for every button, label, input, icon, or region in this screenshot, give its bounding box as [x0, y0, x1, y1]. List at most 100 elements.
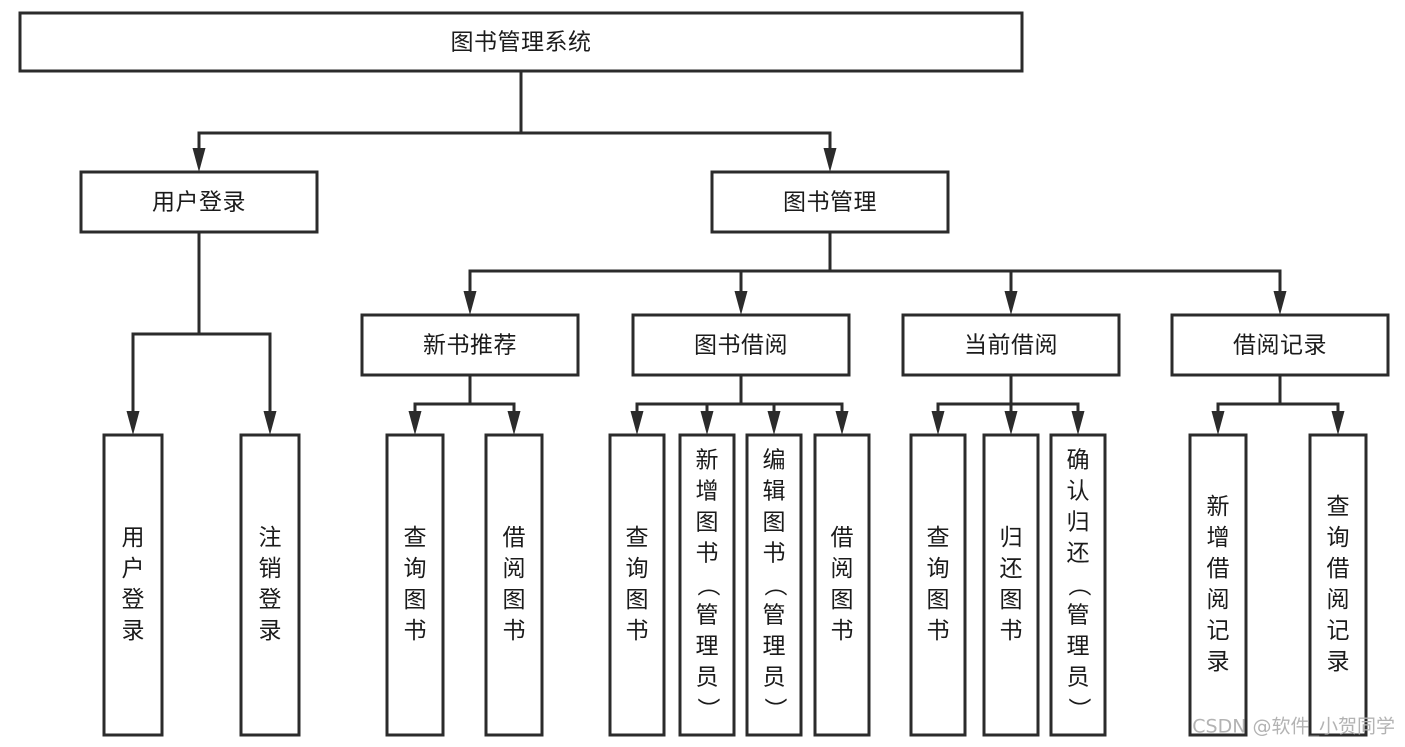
- node-bookmgmt[interactable]: 图书管理: [710, 170, 950, 234]
- node-borrow[interactable]: 图书借阅: [631, 313, 851, 377]
- connector-bookmgmt-to-newbook: [463, 232, 832, 315]
- csdn-watermark: CSDN @软件_小贺同学: [1192, 716, 1395, 738]
- node-leaf-user-login[interactable]: 用户登录: [102, 433, 164, 737]
- node-label-char: 图: [831, 587, 854, 613]
- node-label-char: 图: [1000, 587, 1023, 613]
- arrow-head-icon: [1273, 291, 1287, 315]
- node-box[interactable]: [909, 433, 967, 737]
- node-label-char: 记: [1207, 618, 1230, 644]
- connector-bookmgmt-to-current: [828, 232, 1018, 315]
- node-label-char: 编: [763, 448, 786, 474]
- node-box[interactable]: [982, 433, 1040, 737]
- connector-record-to-leaf-r-add: [1211, 375, 1282, 435]
- connector-run: [470, 402, 516, 411]
- node-label: 用户登录: [152, 190, 246, 216]
- node-label-char: 阅: [1327, 587, 1350, 613]
- node-box[interactable]: [678, 433, 736, 737]
- arrow-head-icon: [630, 411, 644, 435]
- node-box[interactable]: [1308, 433, 1368, 737]
- node-label-char: 查: [626, 525, 649, 551]
- connector-run: [521, 131, 832, 148]
- node-box[interactable]: [1049, 433, 1107, 737]
- node-label-char: 图: [696, 510, 719, 536]
- node-label-char: 询: [626, 556, 649, 582]
- node-label-char: （: [695, 574, 721, 597]
- connector-run: [1216, 402, 1280, 411]
- node-record[interactable]: 借阅记录: [1170, 313, 1390, 377]
- node-label-char: 还: [1067, 541, 1090, 567]
- node-label-char: 查: [1327, 494, 1350, 520]
- connector-run: [741, 402, 844, 411]
- node-label-char: 注: [259, 525, 282, 551]
- node-label-char: 借: [1327, 556, 1350, 582]
- node-label-char: 图: [927, 587, 950, 613]
- node-label-char: 归: [1067, 510, 1090, 536]
- node-box[interactable]: [1170, 313, 1390, 377]
- node-label-char: 登: [259, 587, 282, 613]
- node-newbook[interactable]: 新书推荐: [360, 313, 580, 377]
- node-label-char: 借: [1207, 556, 1230, 582]
- node-box[interactable]: [18, 11, 1024, 73]
- node-label-char: 理: [696, 634, 719, 660]
- node-current[interactable]: 当前借阅: [901, 313, 1121, 377]
- arrow-head-icon: [463, 291, 477, 315]
- node-box[interactable]: [79, 170, 319, 234]
- node-root[interactable]: 图书管理系统: [18, 11, 1024, 73]
- node-box[interactable]: [631, 313, 851, 377]
- node-box[interactable]: [813, 433, 871, 737]
- arrow-head-icon: [1211, 411, 1225, 435]
- node-label: 当前借阅: [964, 333, 1058, 359]
- node-box[interactable]: [360, 313, 580, 377]
- node-login[interactable]: 用户登录: [79, 170, 319, 234]
- connector-borrow-to-leaf-b-add: [700, 375, 743, 435]
- node-box[interactable]: [608, 433, 666, 737]
- node-label-char: 销: [259, 556, 282, 582]
- node-label-char: 图: [404, 587, 427, 613]
- node-label-char: 书: [503, 618, 526, 644]
- node-box[interactable]: [901, 313, 1121, 377]
- node-label: 图书管理系统: [451, 30, 592, 56]
- connector-run: [131, 332, 199, 411]
- node-label-char: 书: [763, 541, 786, 567]
- node-label-char: 理: [763, 634, 786, 660]
- node-label-char: 辑: [763, 479, 786, 505]
- arrow-head-icon: [931, 411, 945, 435]
- connector-run: [830, 269, 1013, 291]
- connector-login-to-leaf-user-login: [126, 232, 201, 435]
- node-label-char: 书: [831, 618, 854, 644]
- node-box[interactable]: [484, 433, 544, 737]
- node-label: 新书推荐: [423, 333, 517, 359]
- node-label-char: 阅: [1207, 587, 1230, 613]
- connector-run: [936, 402, 1011, 411]
- node-box[interactable]: [1188, 433, 1248, 737]
- connector-login-to-leaf-user-logout: [197, 232, 277, 435]
- node-label-char: 归: [1000, 525, 1023, 551]
- connector-run: [197, 131, 521, 148]
- node-box[interactable]: [710, 170, 950, 234]
- node-box[interactable]: [385, 433, 445, 737]
- node-box[interactable]: [239, 433, 301, 737]
- connector-run: [705, 402, 741, 411]
- connector-run: [199, 332, 272, 411]
- node-label-char: 理: [1067, 634, 1090, 660]
- arrow-head-icon: [767, 411, 781, 435]
- arrow-head-icon: [734, 291, 748, 315]
- connector-newbook-to-leaf-new-query: [408, 375, 472, 435]
- node-box[interactable]: [745, 433, 803, 737]
- node-box[interactable]: [102, 433, 164, 737]
- arrow-head-icon: [408, 411, 422, 435]
- node-label-char: 书: [696, 541, 719, 567]
